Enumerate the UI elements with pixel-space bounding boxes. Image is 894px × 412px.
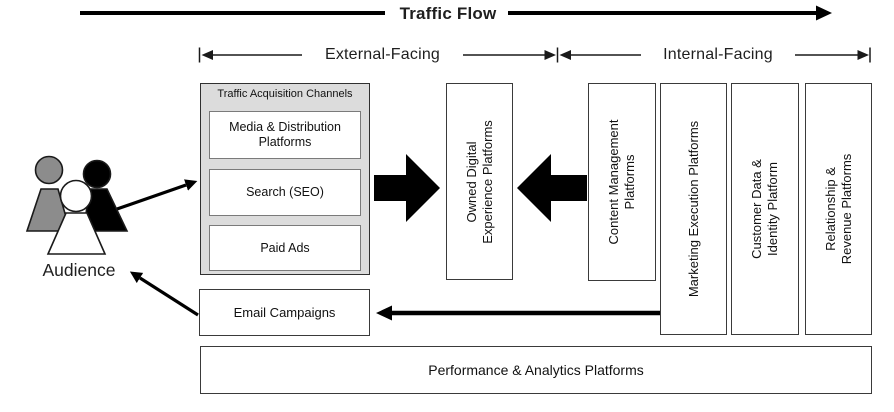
marketing-execution-box: Marketing Execution Platforms	[660, 83, 727, 335]
traffic-flow-label: Traffic Flow	[399, 4, 497, 23]
owned-digital-experience-label: Owned Digital Experience Platforms	[463, 119, 495, 244]
email-campaigns-box: Email Campaigns	[199, 289, 370, 336]
internal-facing-label: Internal-Facing	[663, 46, 773, 63]
relationship-revenue-label: Relationship & Revenue Platforms	[822, 153, 854, 265]
channel-search-seo: Search (SEO)	[209, 169, 361, 216]
performance-analytics-label: Performance & Analytics Platforms	[428, 362, 644, 378]
customer-data-identity-box: Customer Data & Identity Platform	[731, 83, 799, 335]
relationship-revenue-box: Relationship & Revenue Platforms	[805, 83, 872, 335]
audience-to-acquisition-arrow	[116, 179, 198, 211]
external-facing-span	[198, 47, 559, 63]
external-facing-label: External-Facing	[324, 46, 441, 63]
cms-to-owned-block-arrow	[517, 154, 587, 222]
email-to-audience-arrow	[129, 271, 199, 317]
internal-facing-span	[559, 47, 871, 63]
channel-paid-ads: Paid Ads	[209, 225, 361, 271]
marketing-execution-label: Marketing Execution Platforms	[685, 120, 701, 298]
audience-icon	[25, 155, 129, 255]
content-management-label: Content Management Platforms	[605, 119, 637, 245]
audience-label: Audience	[42, 260, 116, 280]
acquisition-to-owned-block-arrow	[374, 154, 440, 222]
performance-analytics-box: Performance & Analytics Platforms	[200, 346, 872, 394]
email-campaigns-label: Email Campaigns	[233, 305, 336, 320]
traffic-acquisition-panel: Traffic Acquisition Channels Media & Dis…	[200, 83, 370, 275]
traffic-acquisition-title: Traffic Acquisition Channels	[217, 88, 353, 100]
customer-data-identity-label: Customer Data & Identity Platform	[748, 159, 780, 259]
content-management-box: Content Management Platforms	[588, 83, 656, 281]
channel-media-distribution: Media & Distribution Platforms	[209, 111, 361, 159]
owned-digital-experience-box: Owned Digital Experience Platforms	[446, 83, 513, 280]
